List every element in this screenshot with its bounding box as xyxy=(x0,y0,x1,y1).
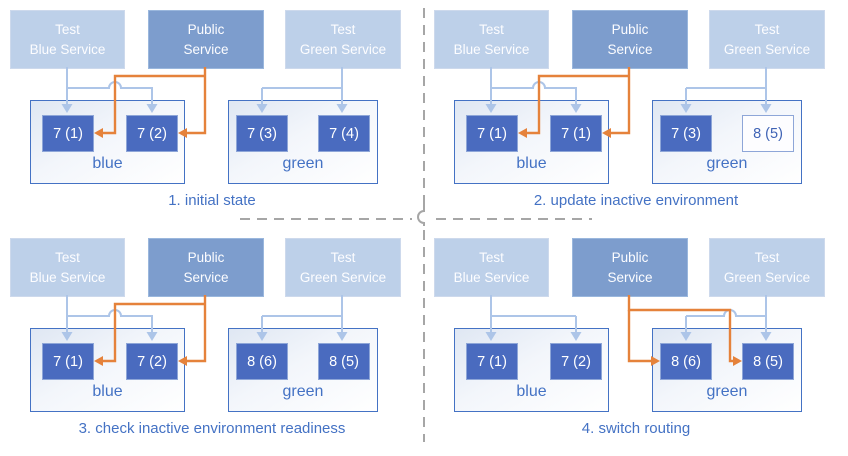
panel-initial-state: Test Blue Service Public Service Test Gr… xyxy=(0,2,424,226)
instance-box: 7 (1) xyxy=(466,343,518,380)
service-label-line: Public xyxy=(187,249,225,265)
public-service-box: Public Service xyxy=(572,10,688,69)
service-label-line: Test xyxy=(55,249,80,265)
instance-box: 7 (2) xyxy=(126,343,178,380)
environment-label: green xyxy=(706,155,748,172)
public-service-box: Public Service xyxy=(572,238,688,297)
service-label-line: Green Service xyxy=(723,269,811,285)
instance-box: 7 (2) xyxy=(550,343,602,380)
public-service-box: Public Service xyxy=(148,238,264,297)
panel-caption: 3. check inactive environment readiness xyxy=(78,420,346,437)
service-label-line: Service xyxy=(183,41,229,57)
instance-box: 7 (2) xyxy=(126,115,178,152)
panel-switch-routing: Test Blue Service Public Service Test Gr… xyxy=(424,230,848,454)
instance-box: 8 (6) xyxy=(660,343,712,380)
test-green-service-box: Test Green Service xyxy=(709,10,825,69)
environment-label: green xyxy=(282,383,324,400)
service-label-line: Test xyxy=(479,249,504,265)
environment-label: blue xyxy=(516,383,547,400)
panel-caption: 1. initial state xyxy=(168,192,256,209)
service-label-line: Green Service xyxy=(299,41,387,57)
panel-check-inactive-environment-readiness: Test Blue Service Public Service Test Gr… xyxy=(0,230,424,454)
panel-update-inactive-environment: Test Blue Service Public Service Test Gr… xyxy=(424,2,848,226)
service-label-line: Test xyxy=(55,21,80,37)
service-label-line: Green Service xyxy=(723,41,811,57)
public-service-box: Public Service xyxy=(148,10,264,69)
instance-box: 7 (1) xyxy=(466,115,518,152)
service-label-line: Test xyxy=(479,21,504,37)
service-label-line: Blue Service xyxy=(29,269,106,285)
public-routing-connector xyxy=(611,67,631,135)
service-label-line: Blue Service xyxy=(453,269,530,285)
instance-box: 7 (1) xyxy=(550,115,602,152)
test-green-service-box: Test Green Service xyxy=(709,238,825,297)
instance-box: 7 (3) xyxy=(660,115,712,152)
test-blue-service-box: Test Blue Service xyxy=(10,238,125,297)
service-label-line: Public xyxy=(187,21,225,37)
test-blue-service-box: Test Blue Service xyxy=(434,10,549,69)
environment-label: blue xyxy=(92,155,123,172)
test-blue-service-box: Test Blue Service xyxy=(10,10,125,69)
panel-caption: 2. update inactive environment xyxy=(533,192,739,209)
instance-box: 7 (1) xyxy=(42,115,94,152)
test-green-service-box: Test Green Service xyxy=(285,238,401,297)
service-label-line: Blue Service xyxy=(29,41,106,57)
public-routing-connector xyxy=(187,67,207,135)
instance-box-new-version: 8 (5) xyxy=(742,115,794,152)
environment-label: blue xyxy=(92,383,123,400)
public-routing-connector xyxy=(187,295,207,363)
service-label-line: Test xyxy=(330,21,356,37)
test-blue-service-box: Test Blue Service xyxy=(434,238,549,297)
service-label-line: Public xyxy=(611,21,649,37)
instance-box: 7 (1) xyxy=(42,343,94,380)
service-label-line: Service xyxy=(607,41,653,57)
panel-caption: 4. switch routing xyxy=(581,420,691,437)
environment-label: green xyxy=(706,383,748,400)
environment-label: blue xyxy=(516,155,547,172)
instance-box: 8 (5) xyxy=(742,343,794,380)
instance-box: 8 (5) xyxy=(318,343,370,380)
service-label-line: Green Service xyxy=(299,269,387,285)
instance-box: 7 (3) xyxy=(236,115,288,152)
test-green-service-box: Test Green Service xyxy=(285,10,401,69)
service-label-line: Service xyxy=(183,269,229,285)
service-label-line: Test xyxy=(754,21,780,37)
instance-box: 7 (4) xyxy=(318,115,370,152)
service-label-line: Blue Service xyxy=(453,41,530,57)
service-label-line: Test xyxy=(754,249,780,265)
environment-label: green xyxy=(282,155,324,172)
public-routing-connector xyxy=(627,310,651,363)
instance-box: 8 (6) xyxy=(236,343,288,380)
service-label-line: Test xyxy=(330,249,356,265)
service-label-line: Public xyxy=(611,249,649,265)
service-label-line: Service xyxy=(607,269,653,285)
